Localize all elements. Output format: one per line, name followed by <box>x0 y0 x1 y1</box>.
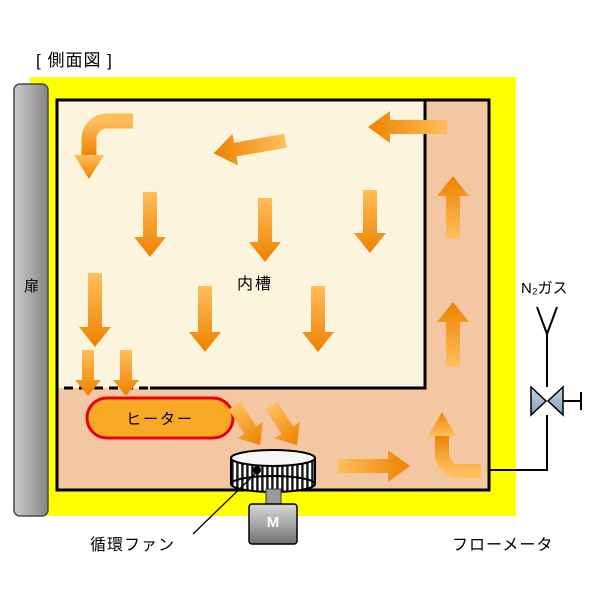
inner-chamber-label: 内槽 <box>236 276 273 293</box>
airflow-arrow-top-middle <box>213 133 287 166</box>
fan-callout-line <box>192 472 257 535</box>
fan-sides <box>230 458 316 484</box>
door-label: 扉 <box>23 278 39 295</box>
airflow-arrow-down-4 <box>79 273 111 347</box>
airflow-arrow-bottom-right <box>338 450 410 482</box>
n2-valve-right <box>546 385 564 417</box>
chamber-border <box>55 98 427 390</box>
n2-gas-label: N₂ガス <box>521 280 568 297</box>
airflow-arrow-down-1 <box>134 192 166 257</box>
airflow-arrow-corner-head <box>428 412 456 436</box>
n2-valve-left <box>530 385 548 417</box>
page-title: [ 側面図 ] <box>36 51 113 70</box>
fan-top <box>230 449 316 467</box>
airflow-arrow-through-dashed-2 <box>113 350 139 396</box>
flow-meter-stem <box>561 392 582 410</box>
heater-label: ヒーター <box>125 411 194 428</box>
fan-shaft-dot <box>253 466 261 474</box>
airflow-arrow-top-left-head <box>74 155 104 179</box>
airflow-arrow-top-right <box>368 111 447 143</box>
airflow-arrow-down-6 <box>302 286 334 352</box>
motor-body <box>248 503 298 545</box>
flow-meter-label: フローメータ <box>452 537 554 554</box>
n2-inlet-fitting <box>536 306 558 335</box>
airflow-arrow-through-dashed-1 <box>75 350 101 396</box>
door-panel <box>13 83 49 517</box>
airflow-arrow-top-left-curve <box>81 113 133 157</box>
motor-label: M <box>266 514 280 531</box>
airflow-arrow-up-1 <box>437 302 469 366</box>
airflow-arrow-to-fan-2 <box>265 401 300 446</box>
motor-shaft <box>265 488 282 506</box>
airflow-arrow-up-2 <box>437 176 469 238</box>
n2-pipe <box>489 332 548 471</box>
airflow-arrow-down-3 <box>354 190 386 253</box>
heater <box>85 396 235 440</box>
circulation-fan-label: 循環ファン <box>90 537 176 554</box>
airflow-arrow-down-5 <box>189 286 221 352</box>
airflow-arrow-down-2 <box>249 198 281 262</box>
airflow-arrow-to-fan-1 <box>228 401 263 446</box>
airflow-arrow-corner-curve <box>435 434 481 478</box>
